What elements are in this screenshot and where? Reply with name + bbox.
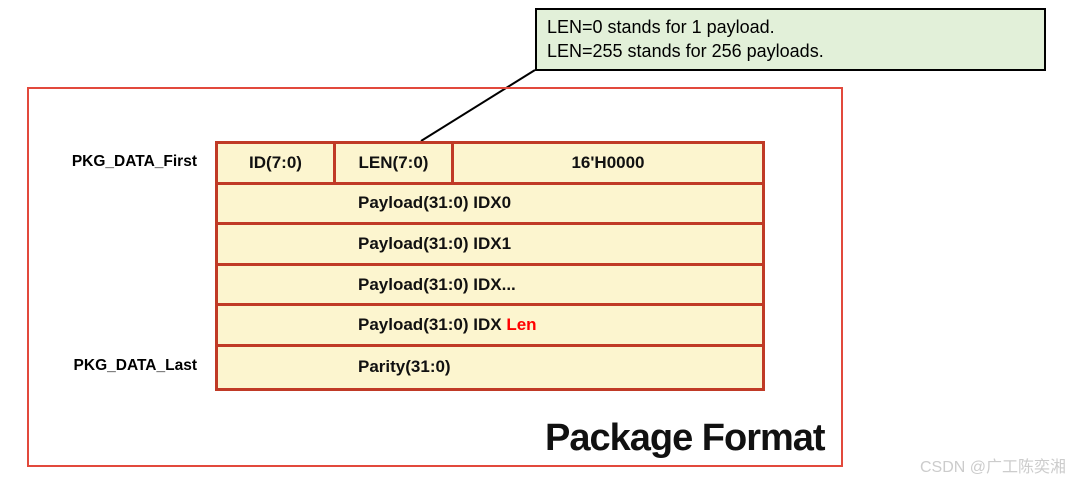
table-row-parity: Parity(31:0) bbox=[218, 347, 762, 388]
row-label: Payload(31:0) IDX0 bbox=[358, 193, 512, 213]
packet-table: ID(7:0) LEN(7:0) 16'H0000 Payload(31:0) … bbox=[215, 141, 765, 391]
table-row-payload-idx1: Payload(31:0) IDX1 bbox=[218, 225, 762, 266]
page-title: Package Format bbox=[545, 417, 826, 459]
callout-line-2: LEN=255 stands for 256 payloads. bbox=[547, 41, 824, 61]
row-label-highlight: Len bbox=[506, 315, 537, 335]
watermark-text: CSDN @广工陈奕湘 bbox=[919, 459, 1066, 476]
table-row-payload-idx-ellipsis: Payload(31:0) IDX... bbox=[218, 266, 762, 307]
callout-line-1: LEN=0 stands for 1 payload. bbox=[547, 17, 775, 37]
table-row-payload-idx0: Payload(31:0) IDX0 bbox=[218, 185, 762, 226]
cell-reserved: 16'H0000 bbox=[571, 152, 645, 172]
pkg-data-first-label: PKG_DATA_First bbox=[71, 152, 197, 170]
row-label: Parity(31:0) bbox=[358, 357, 451, 377]
diagram-frame bbox=[27, 87, 843, 467]
row-label: Payload(31:0) IDX1 bbox=[358, 233, 512, 253]
cell-id: ID(7:0) bbox=[218, 144, 336, 182]
pkg-data-last-label: PKG_DATA_Last bbox=[73, 356, 197, 374]
cell-len: LEN(7:0) bbox=[336, 144, 454, 182]
len-callout-note: LEN=0 stands for 1 payload. LEN=255 stan… bbox=[535, 8, 1046, 71]
table-row-payload-idx-len: Payload(31:0) IDX Len bbox=[218, 306, 762, 347]
table-row-header: ID(7:0) LEN(7:0) 16'H0000 bbox=[218, 144, 762, 185]
row-label: Payload(31:0) IDX bbox=[358, 315, 507, 335]
row-label: Payload(31:0) IDX... bbox=[358, 274, 516, 294]
